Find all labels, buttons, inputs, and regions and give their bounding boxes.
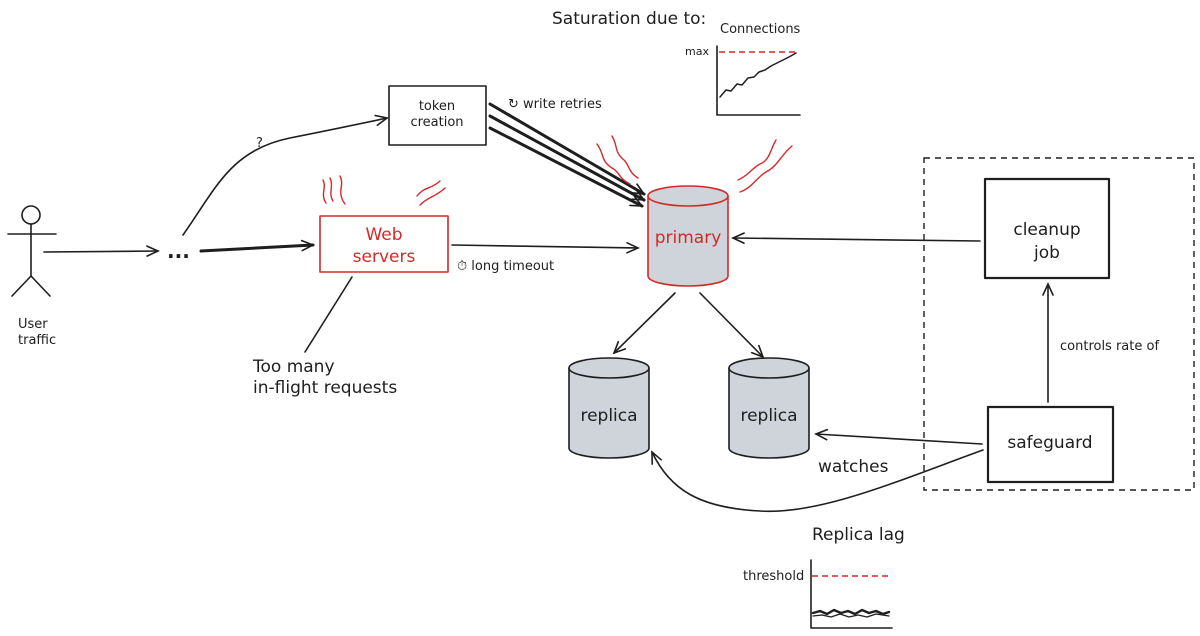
- web-servers-label-2: servers: [353, 247, 416, 267]
- web-servers-label-1: Web: [365, 225, 402, 245]
- replica-lag-series-line: [811, 608, 891, 616]
- write-retries-arrows: [488, 102, 646, 208]
- connections-chart: [716, 45, 801, 116]
- token-creation-box: [388, 85, 487, 146]
- controls-rate-label: controls rate of: [1060, 339, 1159, 354]
- ellipsis-label: ...: [167, 239, 190, 263]
- replica1-database: [568, 357, 650, 459]
- too-many-label-2: in-flight requests: [253, 378, 397, 398]
- user-to-ellipsis-arrow: [43, 245, 160, 257]
- too-many-label-1: Too many: [252, 357, 335, 377]
- cleanup-to-primary-arrow: [731, 232, 981, 244]
- connections-max-label: max: [685, 45, 709, 58]
- long-timeout-label: ⏱ long timeout: [457, 259, 554, 274]
- primary-label: primary: [655, 228, 722, 248]
- safeguard-container: [923, 157, 1195, 491]
- user-traffic-label-2: traffic: [18, 333, 56, 348]
- safeguard-to-replica1-arrow: [651, 449, 984, 513]
- primary-to-replica1-arrow: [612, 292, 676, 355]
- ellipsis-to-token-arrow: [182, 114, 389, 236]
- question-label: ?: [256, 136, 263, 151]
- replica-lag-threshold-label: threshold: [743, 569, 804, 584]
- ellipsis-to-web-arrow: [199, 239, 315, 253]
- primary-heat-lines: [596, 135, 793, 193]
- too-many-pointer-line: [304, 276, 353, 353]
- replica-lag-chart: [810, 559, 893, 629]
- write-retries-label: ↻ write retries: [508, 97, 602, 112]
- stick-figure-icon: [7, 205, 57, 297]
- primary-to-replica2-arrow: [699, 292, 765, 359]
- token-creation-label-2: creation: [410, 115, 463, 130]
- safeguard-label: safeguard: [1007, 433, 1092, 453]
- web-servers-heat-lines: [322, 175, 446, 206]
- connections-series-line: [719, 52, 797, 98]
- replica-lag-chart-title: Replica lag: [812, 525, 905, 545]
- replica2-label: replica: [740, 406, 797, 426]
- primary-database: [647, 185, 729, 287]
- web-to-primary-arrow: [451, 242, 640, 254]
- cleanup-job-label-2: job: [1033, 243, 1060, 263]
- safeguard-box: [986, 405, 1115, 484]
- safeguard-to-replica2-arrow: [814, 428, 983, 445]
- replica1-label: replica: [580, 406, 637, 426]
- saturation-title: Saturation due to:: [552, 9, 706, 29]
- web-servers-box: [319, 215, 449, 273]
- user-traffic-label-1: User: [18, 317, 48, 332]
- watches-label: watches: [818, 457, 889, 477]
- connections-chart-title: Connections: [720, 22, 801, 37]
- cleanup-job-box: [983, 177, 1111, 280]
- replica2-database: [728, 357, 810, 459]
- token-creation-label-1: token: [419, 99, 455, 114]
- cleanup-job-label-1: cleanup: [1013, 220, 1080, 240]
